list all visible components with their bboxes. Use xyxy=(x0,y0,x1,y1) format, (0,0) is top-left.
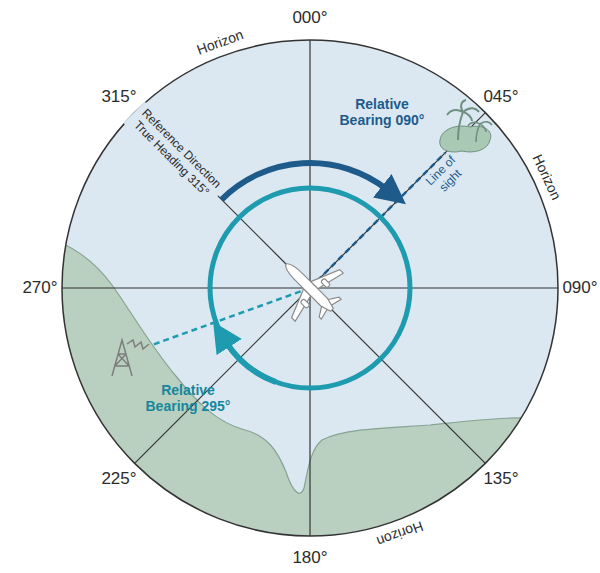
relative-bearing-label: Relative Bearing 295° xyxy=(138,382,238,414)
bearing-label: 315° xyxy=(101,87,136,107)
reference-direction-label: Reference Direction True Heading 315° xyxy=(124,102,228,206)
horizon-label: Horizon xyxy=(530,152,565,203)
relative-bearing-label: Relative Bearing 090° xyxy=(332,96,432,128)
tower-sight-line xyxy=(152,288,310,345)
line-of-sight xyxy=(310,153,445,288)
horizon-label: Horizon xyxy=(195,26,246,58)
bearing-label: 270° xyxy=(22,278,57,298)
line-of-sight-label: Line of sight xyxy=(419,149,472,202)
bearing-label: 180° xyxy=(292,548,327,568)
relative-bearing-arrow xyxy=(222,163,387,200)
bearing-label: 000° xyxy=(292,8,327,28)
bearing-label: 090° xyxy=(562,278,597,298)
relative-bearing-ring xyxy=(210,188,410,388)
bearing-label: 135° xyxy=(483,469,518,489)
bearing-label: 225° xyxy=(101,469,136,489)
horizon-label: Horizon xyxy=(375,518,426,550)
sea xyxy=(62,40,558,536)
bearing-label: 045° xyxy=(483,87,518,107)
horizon-circle xyxy=(62,40,558,536)
radio-tower xyxy=(112,340,149,376)
airplane xyxy=(262,240,356,334)
island xyxy=(440,100,492,152)
compass-lines xyxy=(62,40,558,536)
relative-bearing-arrow xyxy=(226,342,276,382)
